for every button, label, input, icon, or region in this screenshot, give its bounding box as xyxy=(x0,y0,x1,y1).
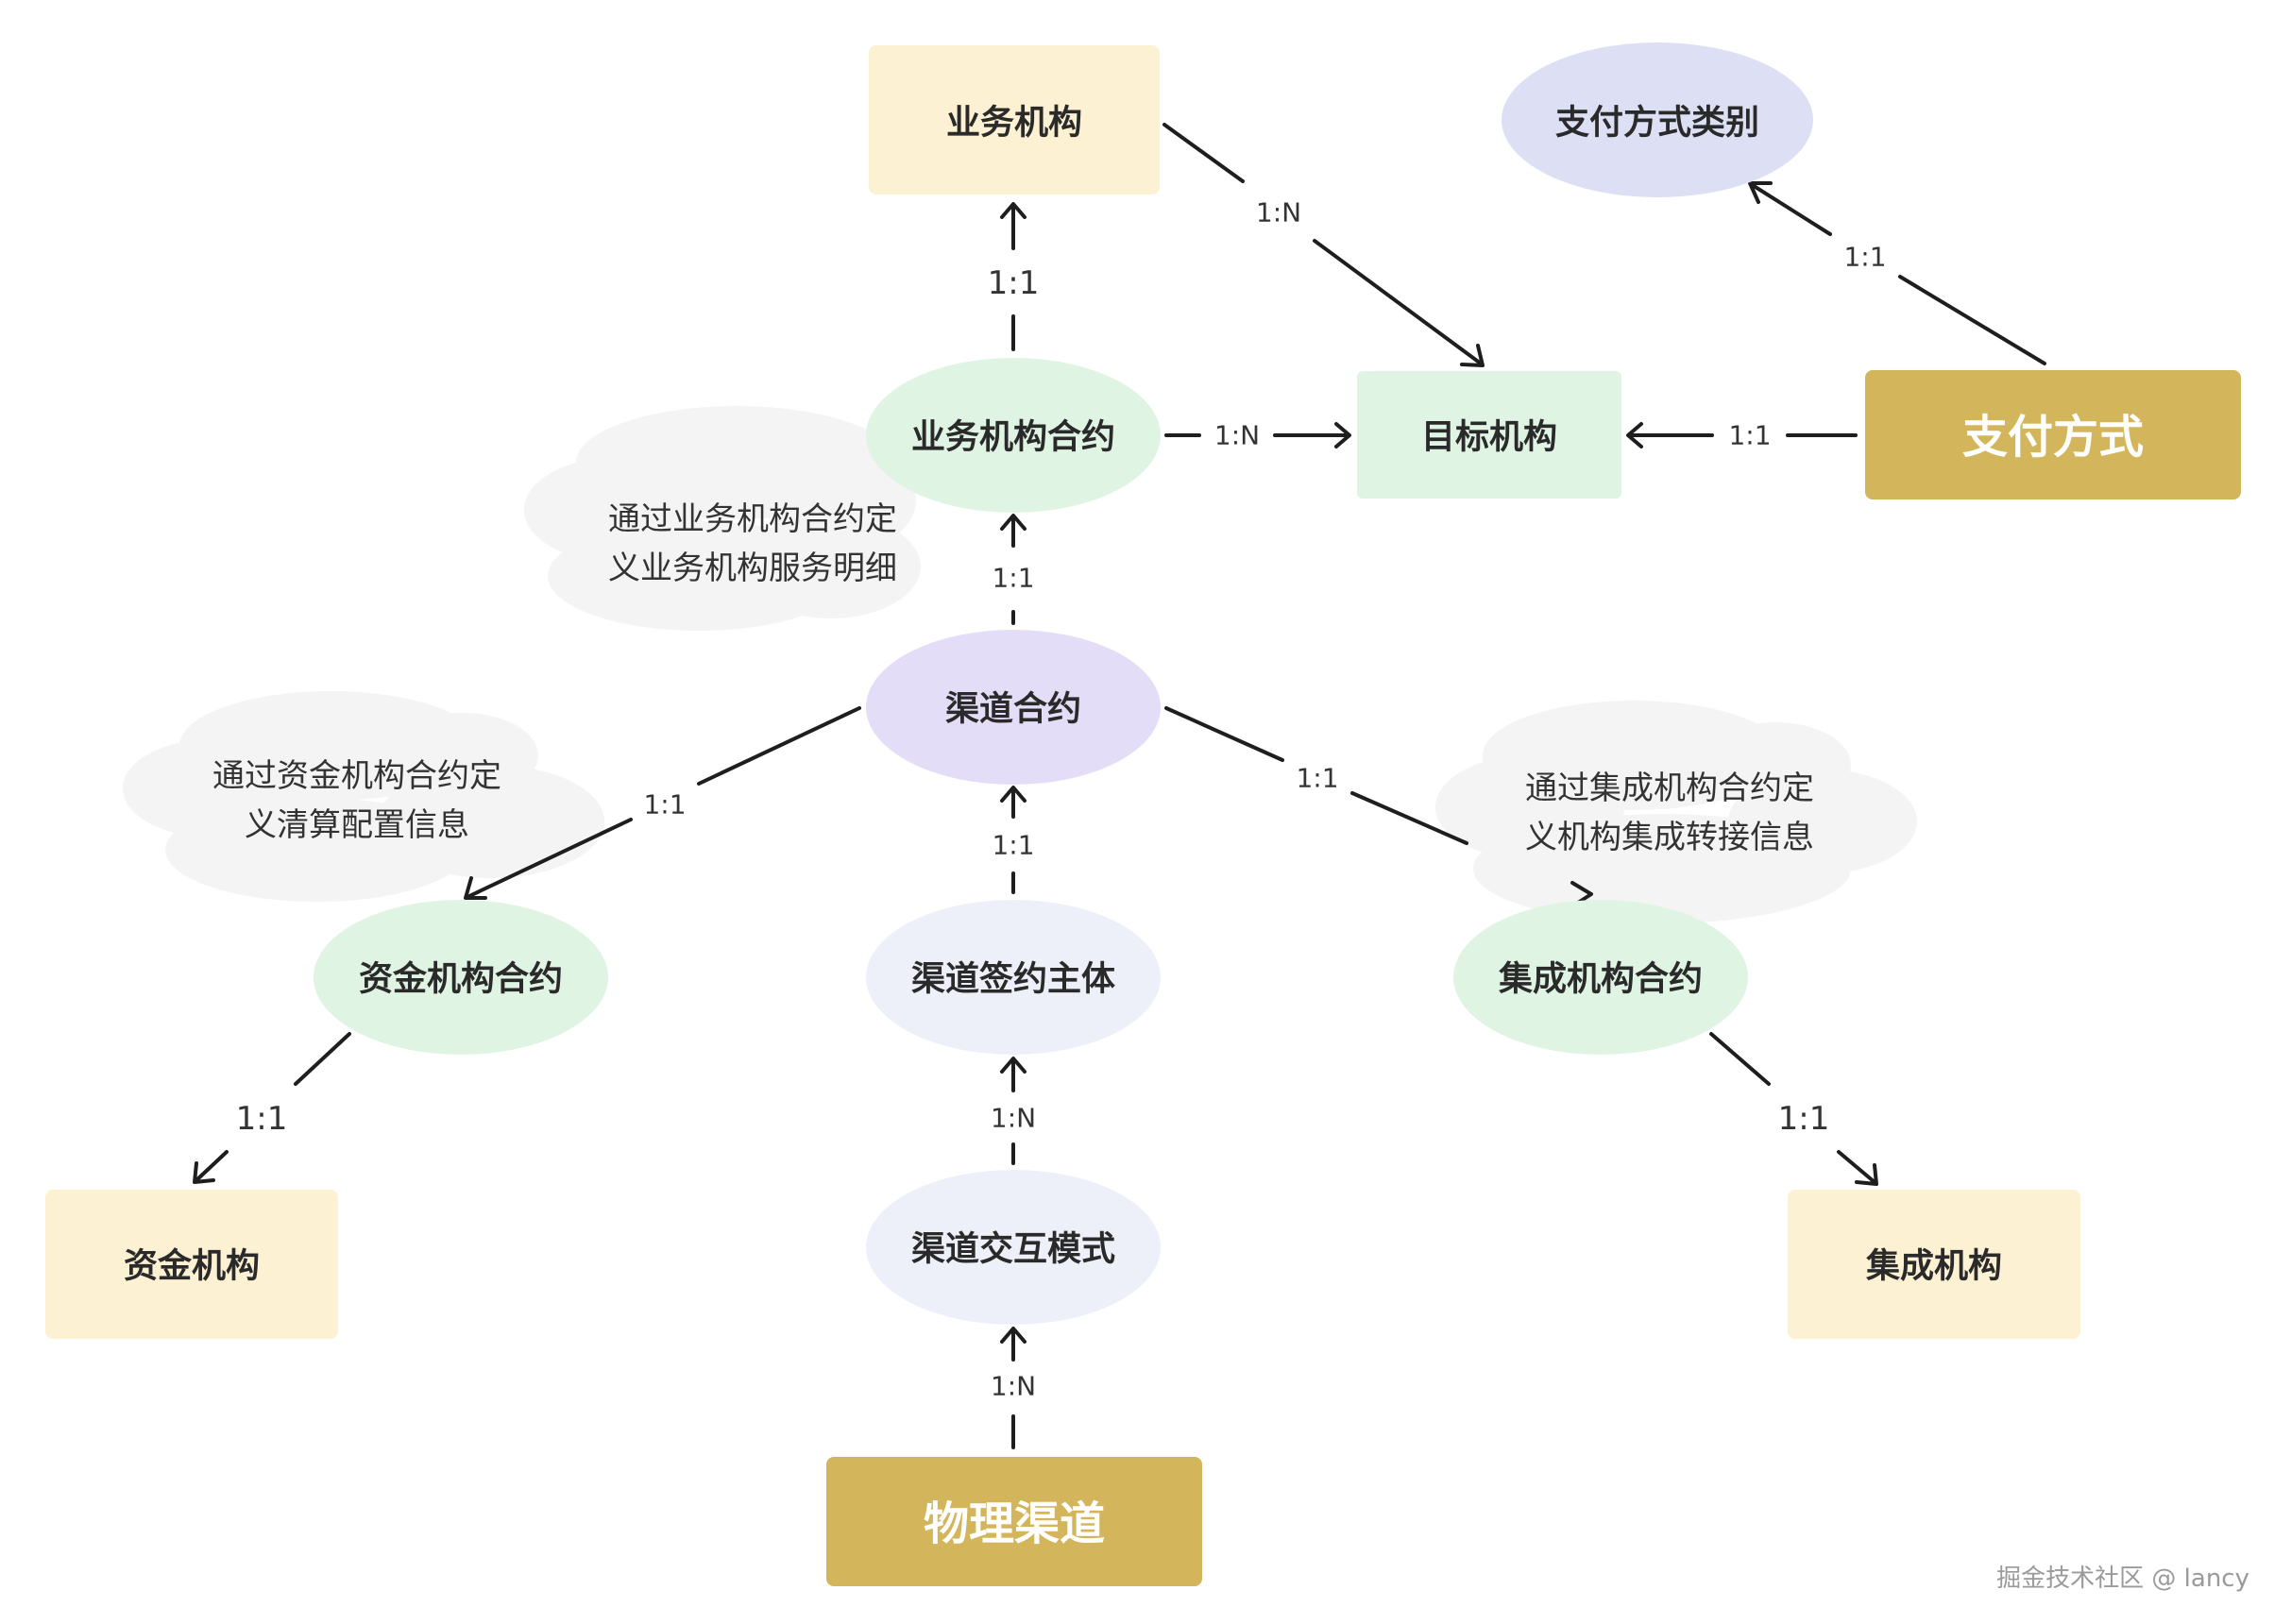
edge-payment-to-target xyxy=(1626,422,1858,448)
node-label: 业务机构合约 xyxy=(911,418,1115,457)
node-label: 支付方式类别 xyxy=(1555,104,1759,143)
note-cloud-fund xyxy=(123,691,604,902)
note-text-line: 义业务机构服务明细 xyxy=(608,550,897,587)
node-channel-interaction-mode[interactable]: 渠道交互模式 xyxy=(866,1170,1161,1325)
edge-channel-to-business-contract xyxy=(1000,514,1027,625)
rel-label: 1:N xyxy=(1214,420,1260,451)
rel-label: 1:1 xyxy=(643,789,686,820)
node-integration-org[interactable]: 集成机构 xyxy=(1788,1190,2080,1339)
rel-label: 1:1 xyxy=(1728,420,1771,451)
note-text-line: 通过资金机构合约定 xyxy=(212,757,501,795)
edge-integration-contract-to-integration-org xyxy=(1709,1032,1878,1186)
node-label: 目标机构 xyxy=(1421,418,1557,457)
edge-fund-contract-to-fund-org xyxy=(193,1032,351,1184)
node-target-org[interactable]: 目标机构 xyxy=(1357,371,1621,499)
rel-label: 1:1 xyxy=(992,563,1034,594)
edge-channel-to-fund-contract xyxy=(464,706,861,900)
node-label: 集成机构 xyxy=(1865,1247,2002,1286)
note-text-line: 通过集成机构合约定 xyxy=(1525,770,1814,807)
edge-payment-to-category xyxy=(1748,181,2046,365)
rel-label: 1:1 xyxy=(988,264,1040,302)
note-text-line: 义机构集成转接信息 xyxy=(1525,819,1814,856)
rel-label: 1:1 xyxy=(992,830,1034,861)
node-label: 资金机构合约 xyxy=(359,959,563,999)
node-label: 资金机构 xyxy=(124,1246,260,1286)
node-label: 渠道签约主体 xyxy=(911,960,1115,999)
node-channel-contract[interactable]: 渠道合约 xyxy=(866,630,1161,785)
node-business-org[interactable]: 业务机构 xyxy=(869,45,1160,195)
edge-business-org-to-target xyxy=(1162,123,1485,367)
rel-label: 1:1 xyxy=(236,1100,288,1138)
edge-interaction-to-signing xyxy=(1000,1057,1027,1165)
edge-contract-to-target xyxy=(1164,422,1351,448)
rel-label: 1:1 xyxy=(1778,1100,1830,1138)
node-label: 渠道交互模式 xyxy=(911,1229,1115,1269)
watermark-text: 掘金技术社区 @ lancy xyxy=(1996,1565,2249,1593)
rel-label: 1:1 xyxy=(1843,242,1886,273)
node-label: 集成机构合约 xyxy=(1498,960,1703,999)
note-cloud-business xyxy=(524,406,921,631)
node-label: 渠道合约 xyxy=(945,690,1081,729)
edge-contract-to-business-org xyxy=(1000,202,1027,351)
node-label: 业务机构 xyxy=(946,104,1082,143)
node-physical-channel[interactable]: 物理渠道 xyxy=(826,1457,1202,1586)
rel-label: 1:1 xyxy=(1296,763,1338,794)
node-label: 支付方式 xyxy=(1962,411,2144,464)
node-label: 物理渠道 xyxy=(924,1497,1105,1550)
node-integration-org-contract[interactable]: 集成机构合约 xyxy=(1453,900,1748,1055)
rel-label: 1:N xyxy=(1256,197,1301,228)
rel-label: 1:N xyxy=(991,1103,1036,1134)
note-text-line: 义清算配置信息 xyxy=(245,806,469,844)
node-payment-method-category[interactable]: 支付方式类别 xyxy=(1502,42,1813,197)
note-text-line: 通过业务机构合约定 xyxy=(608,500,897,538)
node-channel-signing-entity[interactable]: 渠道签约主体 xyxy=(866,900,1161,1055)
node-fund-org-contract[interactable]: 资金机构合约 xyxy=(314,900,608,1055)
note-cloud-integration xyxy=(1435,701,1917,923)
edge-signing-to-channel-contract xyxy=(1000,786,1027,894)
node-fund-org[interactable]: 资金机构 xyxy=(45,1190,338,1339)
edge-physical-to-interaction xyxy=(1000,1327,1027,1449)
node-payment-method[interactable]: 支付方式 xyxy=(1865,370,2241,499)
node-business-org-contract[interactable]: 业务机构合约 xyxy=(866,358,1161,513)
rel-label: 1:N xyxy=(991,1371,1036,1402)
